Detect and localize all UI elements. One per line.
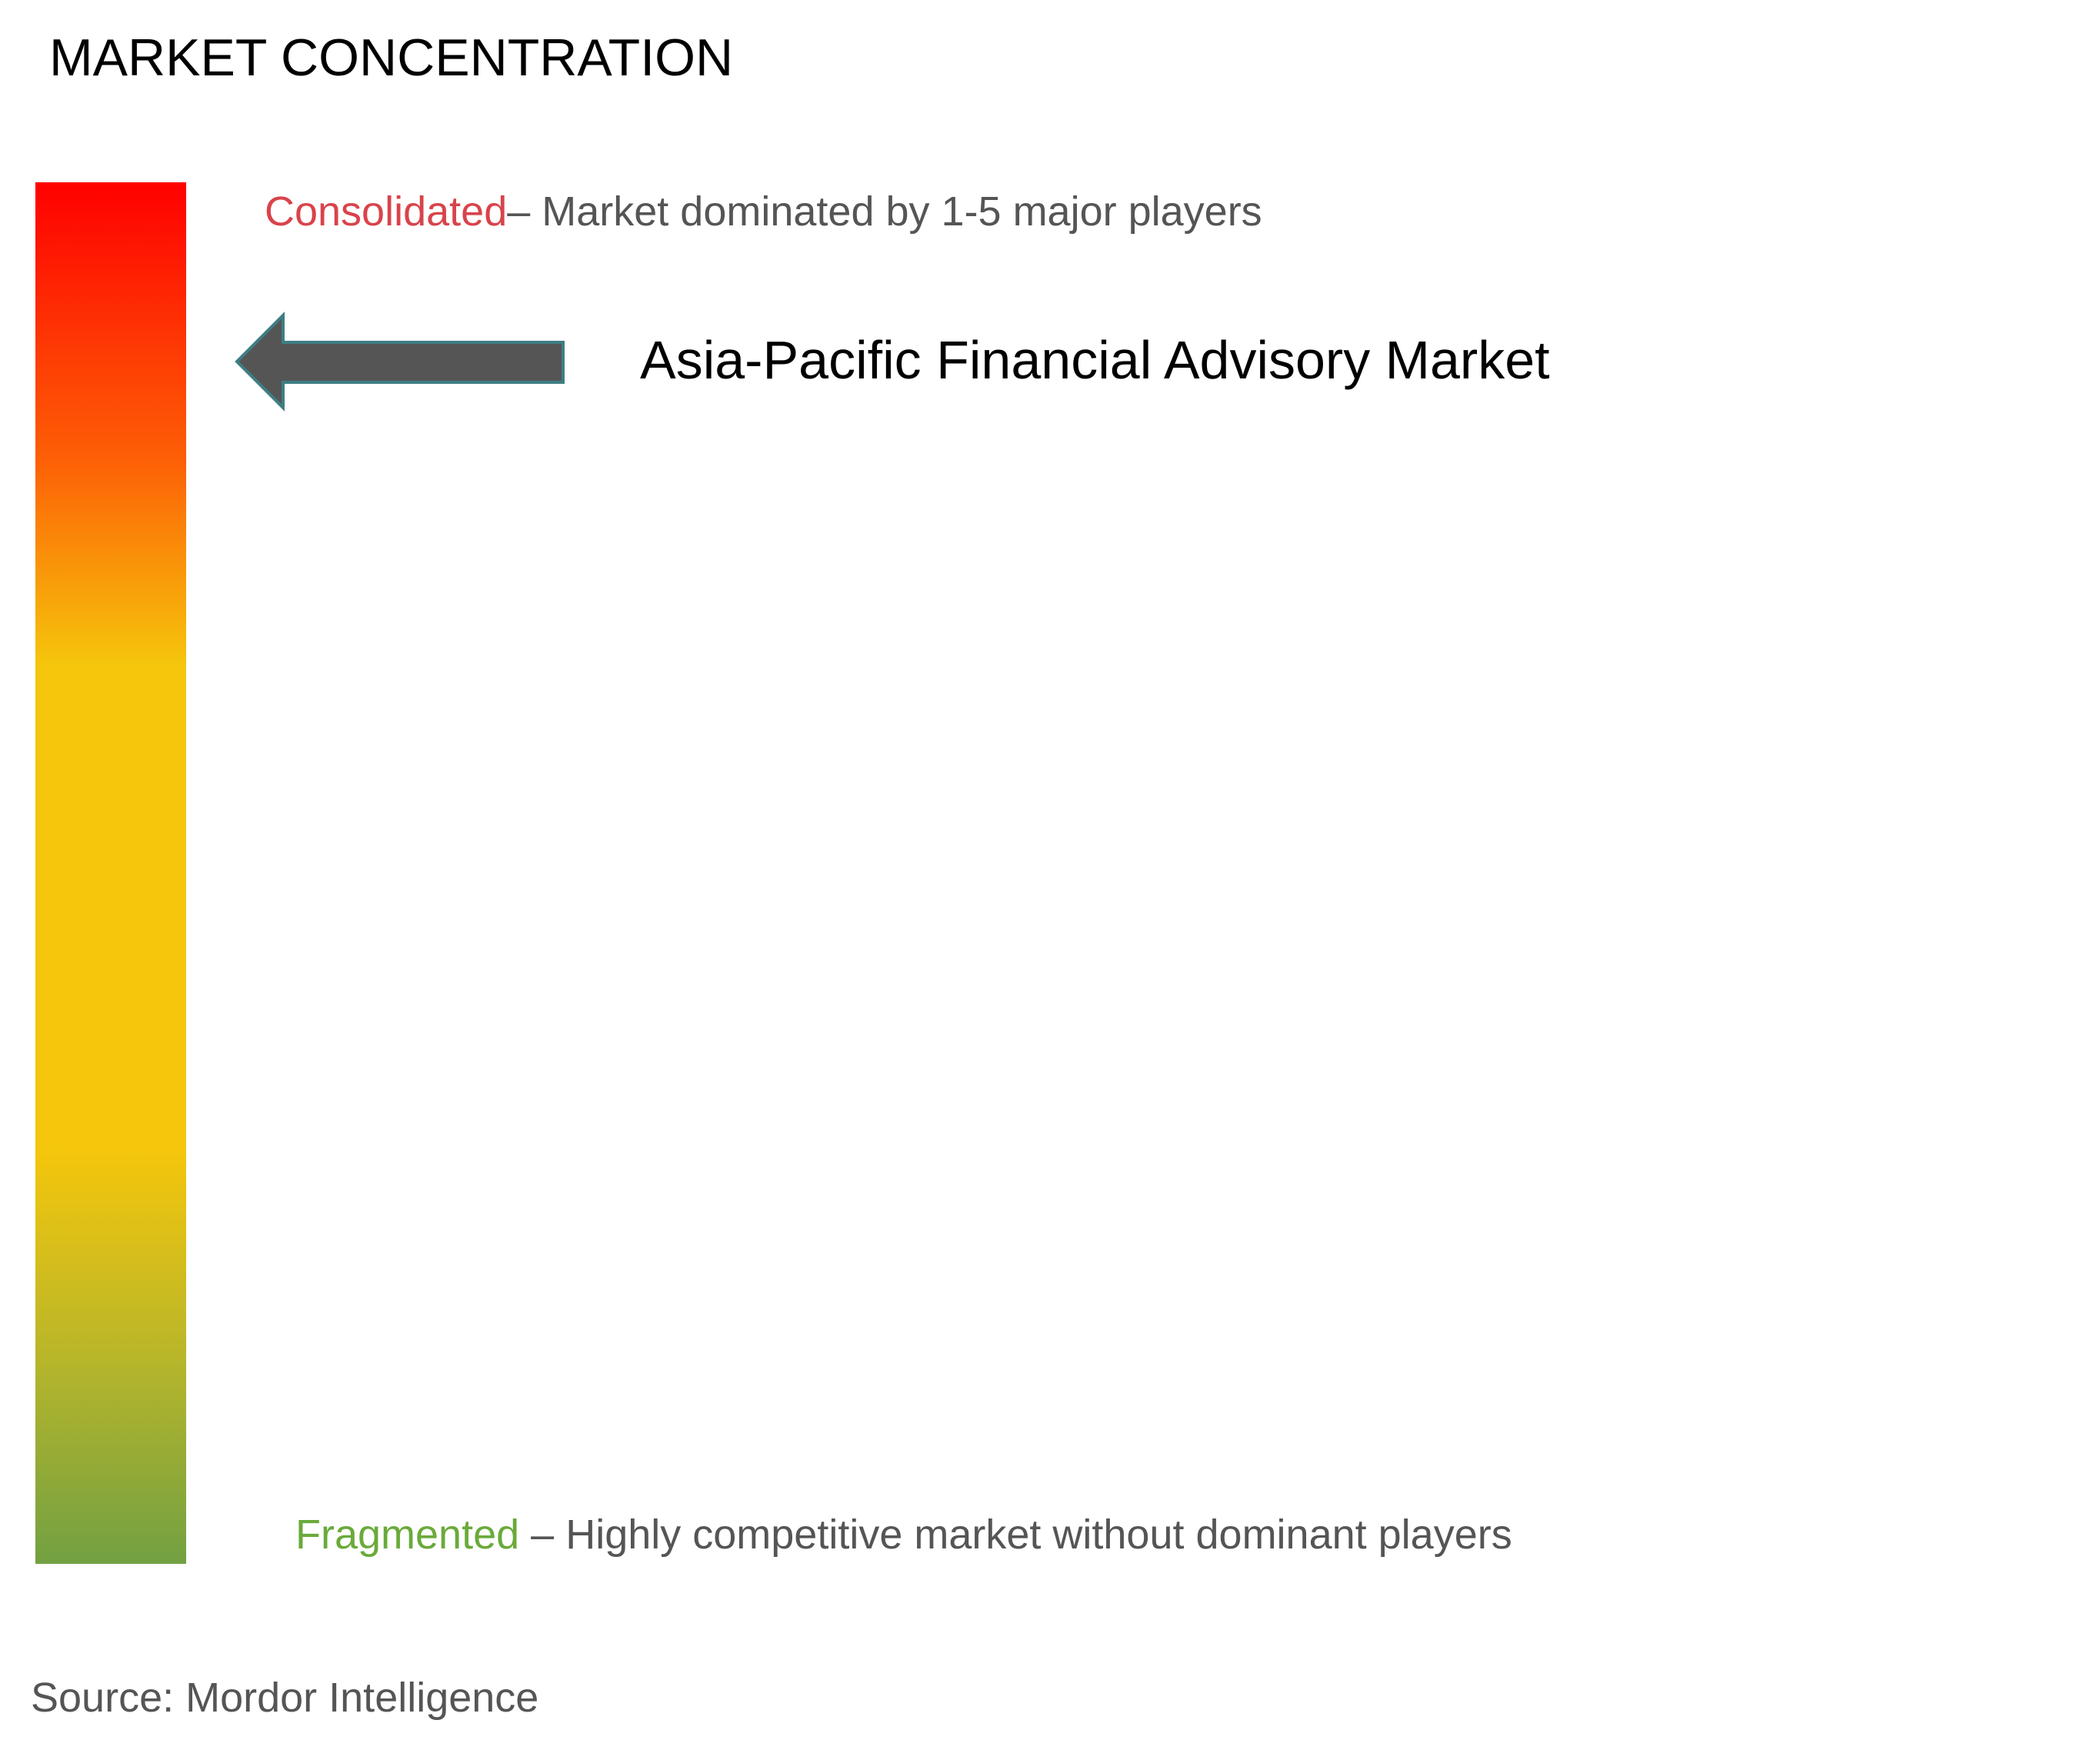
consolidated-description: – Market dominated by 1-5 major players <box>507 188 1262 235</box>
consolidated-label: Consolidated <box>265 188 508 235</box>
highlighted-market-name: Asia-Pacific Financial Advisory Market <box>640 330 1550 391</box>
market-position-arrow <box>235 312 565 412</box>
chart-title: MARKET CONCENTRATION <box>49 28 734 87</box>
fragmented-label: Fragmented <box>295 1512 520 1558</box>
consolidated-description-line: Consolidated– Market dominated by 1-5 ma… <box>265 188 1262 235</box>
concentration-scale-bar <box>35 182 186 1564</box>
scale-gradient-fill <box>35 182 186 1564</box>
fragmented-description: – Highly competitive market without domi… <box>519 1512 1512 1558</box>
left-arrow-icon <box>235 312 565 412</box>
source-note: Source: Mordor Intelligence <box>31 1675 539 1721</box>
fragmented-description-line: Fragmented – Highly competitive market w… <box>295 1511 1512 1558</box>
